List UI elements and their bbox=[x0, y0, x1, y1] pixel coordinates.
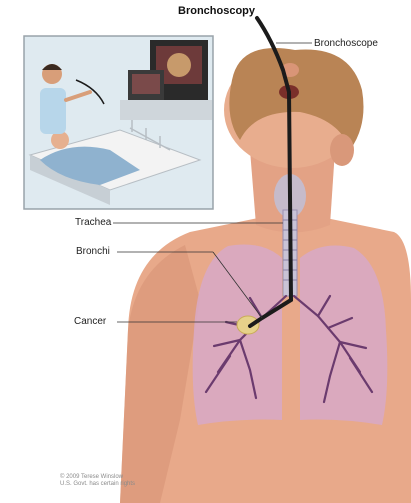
bronchoscope-label: Bronchoscope bbox=[314, 38, 378, 49]
ear bbox=[330, 134, 354, 166]
inset-scene bbox=[25, 37, 212, 208]
copyright-notice: © 2009 Terese Winslow U.S. Govt. has cer… bbox=[60, 474, 135, 488]
trachea-label: Trachea bbox=[75, 217, 111, 228]
diagram-title: Bronchoscopy bbox=[178, 5, 255, 17]
tumor bbox=[237, 316, 259, 334]
right-lung bbox=[300, 246, 387, 425]
cancer-label: Cancer bbox=[74, 316, 106, 327]
bronchi-label: Bronchi bbox=[76, 246, 110, 257]
left-lung bbox=[193, 245, 282, 426]
